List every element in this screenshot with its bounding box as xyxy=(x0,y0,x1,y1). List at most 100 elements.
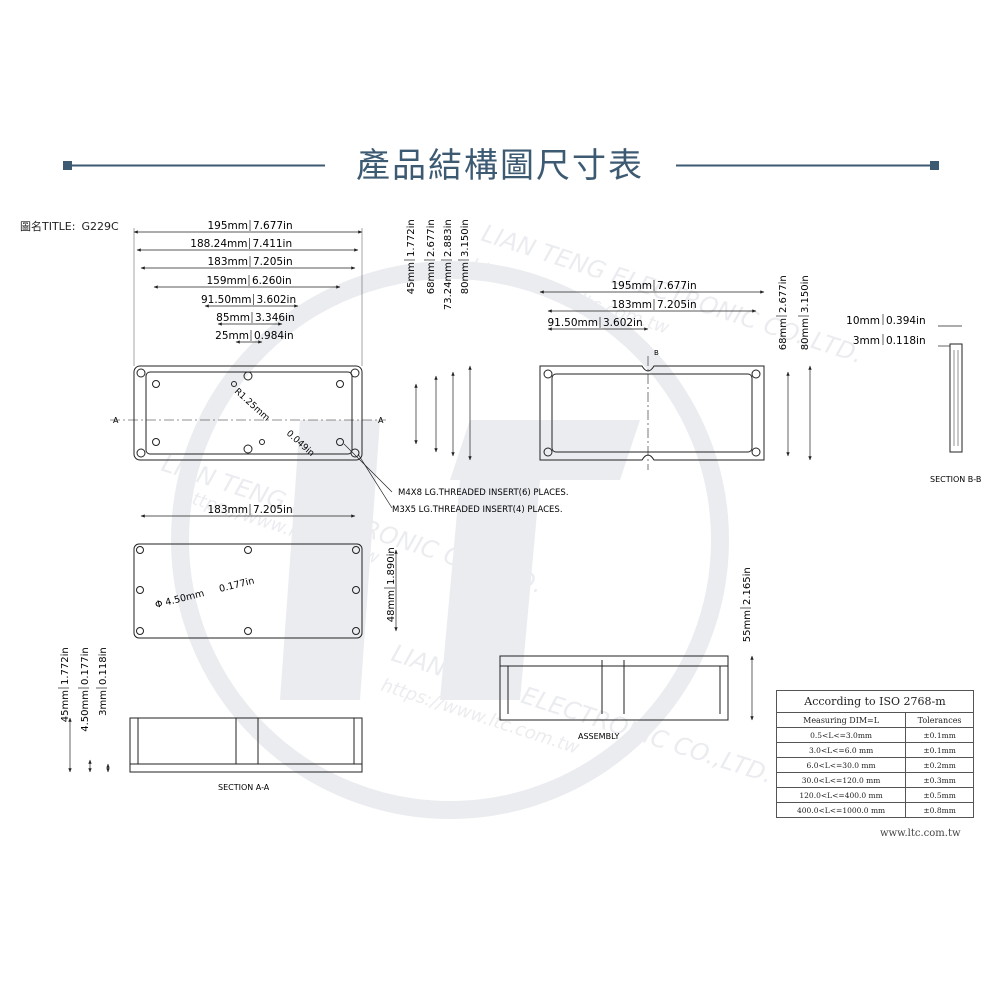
top-dim-1-mm: 188.24mm xyxy=(190,238,247,250)
top-vdim-1-mm: 68mm xyxy=(426,262,437,294)
lid-vdim-1-in: 3.150in xyxy=(800,275,811,313)
section-a-profile xyxy=(129,717,363,773)
insert-hole xyxy=(243,444,253,454)
footer-website: www.ltc.com.tw xyxy=(880,828,961,839)
tolerance-table-header-row: Measuring DIM=L Tolerances xyxy=(775,712,974,728)
boss-hole xyxy=(336,380,344,388)
top-dim-1-in: 7.411in xyxy=(253,238,293,250)
section-a-vdim-2-in: 0.118in xyxy=(98,647,109,685)
bottom-height-in: 1.890in xyxy=(386,547,397,585)
lid-vdim-0-mm: 68mm xyxy=(778,318,789,350)
drawing-title-value: G229C xyxy=(81,220,119,233)
radius-dim-mm: R1.25mm xyxy=(232,387,271,424)
section-a-label: SECTION A-A xyxy=(218,783,270,792)
top-dim-5-mm: 85mm xyxy=(216,312,250,324)
foot-hole xyxy=(136,586,144,594)
top-view-vertical-dimensions: 45mm1.772in68mm2.677in73.24mm2.883in80mm… xyxy=(404,219,472,461)
lid-dim-0-in: 7.677in xyxy=(657,280,697,292)
boss-hole xyxy=(152,380,160,388)
lid-hole xyxy=(543,447,553,457)
tolerance-value-cell: ±0.3mm xyxy=(905,772,974,788)
section-b-dim-1-in: 0.118in xyxy=(886,335,926,347)
top-vdim-1-in: 2.677in xyxy=(426,219,437,257)
section-a-vdim-2-mm: 3mm xyxy=(98,690,109,716)
header-rule-right-square xyxy=(930,161,939,170)
section-b-dim-0-mm: 10mm xyxy=(846,315,880,327)
section-mark-a-left: A xyxy=(113,416,119,425)
foot-hole xyxy=(352,586,360,594)
assembly-outline xyxy=(499,655,729,721)
tolerance-value-cell: ±0.2mm xyxy=(905,757,974,773)
tolerance-value-cell: ±0.1mm xyxy=(905,727,974,743)
note-m3: M3X5 LG.THREADED INSERT(4) PLACES. xyxy=(392,505,563,515)
hole-dia-in: 0.177in xyxy=(218,576,255,595)
tolerance-range-cell: 120.0<L<=400.0 mm xyxy=(775,787,907,803)
foot-hole xyxy=(136,546,144,554)
pcb-hole xyxy=(259,439,265,445)
top-dim-0-mm: 195mm xyxy=(208,220,249,232)
tolerance-value-cell: ±0.1mm xyxy=(905,742,974,758)
note-m4: M4X8 LG.THREADED INSERT(6) PLACES. xyxy=(398,488,569,498)
note-leader xyxy=(343,443,393,493)
table-row: 3.0<L<=6.0 mm±0.1mm xyxy=(775,742,974,758)
top-dim-6-mm: 25mm xyxy=(215,330,249,342)
top-vdim-3-mm: 80mm xyxy=(460,262,471,294)
section-b-dim-0-in: 0.394in xyxy=(886,315,926,327)
top-dim-3-mm: 159mm xyxy=(207,275,248,287)
page-title: 產品結構圖尺寸表 xyxy=(356,146,644,186)
insert-hole xyxy=(350,368,360,378)
lid-hole xyxy=(751,447,761,457)
bottom-height-mm: 48mm xyxy=(386,590,397,622)
top-vdim-2-in: 2.883in xyxy=(443,219,454,257)
tolerance-range-cell: 6.0<L<=30.0 mm xyxy=(775,757,907,773)
section-b-dim-1-mm: 3mm xyxy=(853,335,880,347)
top-view xyxy=(110,365,386,461)
tolerance-range-cell: 0.5<L<=3.0mm xyxy=(775,727,907,743)
insert-hole xyxy=(350,448,360,458)
assembly-height-mm: 55mm xyxy=(742,610,753,642)
section-mark-a-right: A xyxy=(378,416,384,425)
tolerance-range-cell: 400.0<L<=1000.0 mm xyxy=(775,802,907,818)
table-row: 0.5<L<=3.0mm±0.1mm xyxy=(775,727,974,743)
lid-vdim-1-mm: 80mm xyxy=(800,318,811,350)
header-rule xyxy=(63,161,939,170)
lid-dim-2-mm: 91.50mm xyxy=(547,317,598,329)
top-dim-0-in: 7.677in xyxy=(253,220,293,232)
tolerance-value-cell: ±0.8mm xyxy=(905,802,974,818)
lid-outline xyxy=(539,365,765,461)
bottom-width-in: 7.205in xyxy=(253,504,293,516)
section-b-dimensions: 10mm 0.394in 3mm 0.118in xyxy=(846,314,962,347)
lid-view-vertical-dimensions: 68mm 2.677in 80mm 3.150in xyxy=(776,275,812,461)
lid-view xyxy=(539,356,765,470)
insert-hole xyxy=(136,448,146,458)
note-leader xyxy=(357,453,393,509)
lid-vdim-0-in: 2.677in xyxy=(778,275,789,313)
foot-hole xyxy=(352,627,360,635)
top-dim-4-mm: 91.50mm xyxy=(201,294,252,306)
tolerance-range-cell: 3.0<L<=6.0 mm xyxy=(775,742,907,758)
top-view-outer xyxy=(133,365,363,461)
boss-hole xyxy=(152,438,160,446)
lid-dim-1-mm: 183mm xyxy=(612,299,653,311)
lid-inner xyxy=(551,373,753,453)
lid-dim-1-in: 7.205in xyxy=(657,299,697,311)
top-dim-5-in: 3.346in xyxy=(255,312,295,324)
section-a-vdim-0-in: 1.772in xyxy=(60,647,71,685)
section-a-vdim-1-in: 0.177in xyxy=(80,647,91,685)
table-row: 6.0<L<=30.0 mm±0.2mm xyxy=(775,757,974,773)
section-mark-b: B xyxy=(654,349,659,357)
tolerance-table: According to ISO 2768-m Measuring DIM=L … xyxy=(775,690,974,818)
watermark-ring xyxy=(171,261,729,819)
tolerance-value-cell: ±0.5mm xyxy=(905,787,974,803)
boss-hole xyxy=(336,438,344,446)
top-dim-4-in: 3.602in xyxy=(257,294,297,306)
insert-hole xyxy=(136,368,146,378)
section-b-profile xyxy=(949,343,963,453)
bottom-view xyxy=(133,543,363,639)
